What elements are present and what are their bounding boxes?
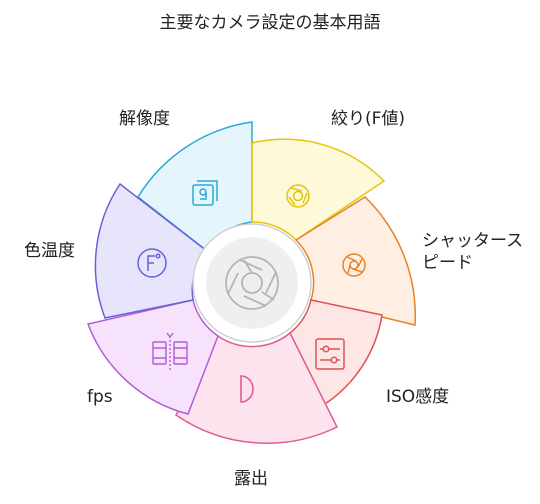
segment-fps [86, 299, 219, 415]
shutter-icon [342, 253, 366, 277]
film-frames-icon [152, 332, 188, 370]
label-iso: ISO感度 [386, 387, 450, 407]
half-circle-icon [240, 375, 254, 403]
aperture-icon [286, 184, 310, 208]
center-hub [192, 223, 312, 343]
camera-aperture-icon [225, 256, 279, 310]
label-exposure: 露出 [234, 469, 268, 489]
fahrenheit-icon [137, 248, 167, 278]
segment-shutter [294, 196, 417, 326]
label-aperture: 絞り(F値) [331, 109, 406, 129]
segment-aperture [251, 138, 386, 241]
label-color-temp: 色温度 [24, 241, 75, 261]
diagram-title: 主要なカメラ設定の基本用語 [159, 13, 381, 33]
segment-exposure [175, 331, 339, 444]
center-inner-disc [206, 237, 298, 329]
segment-aperture-wedge [251, 138, 386, 241]
label-shutter: シャッタースピード [422, 231, 524, 273]
segment-exposure-wedge [175, 331, 339, 444]
label-resolution: 解像度 [119, 109, 170, 129]
photo-stack-icon [192, 180, 218, 206]
slider-settings-icon [315, 338, 345, 370]
label-fps: fps [87, 387, 113, 407]
